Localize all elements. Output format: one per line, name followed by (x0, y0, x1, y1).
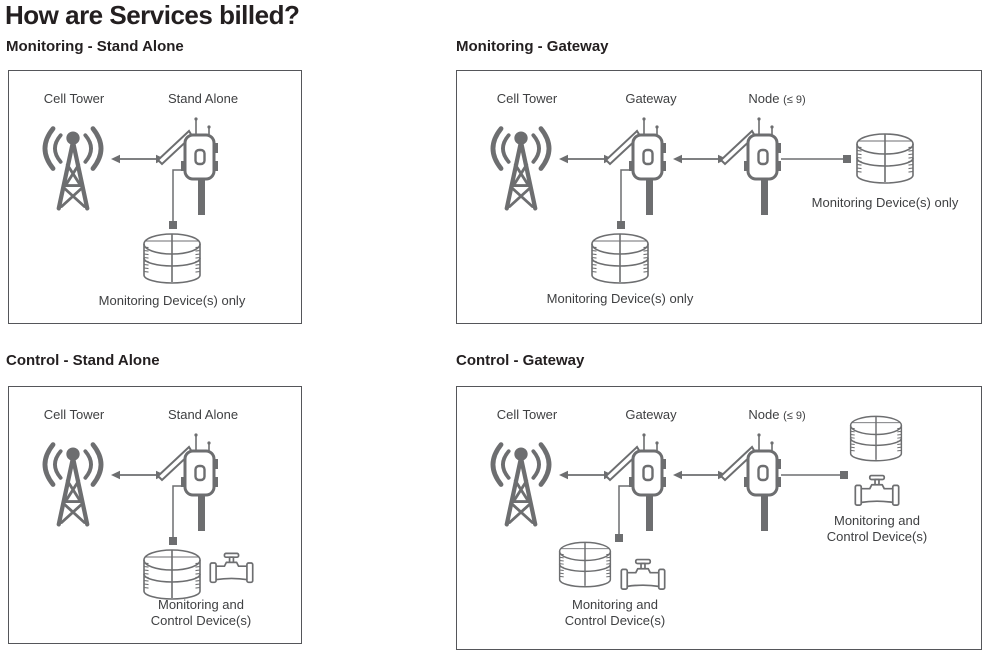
bidirectional-arrow-icon (673, 153, 727, 165)
wire (618, 485, 633, 534)
bidirectional-arrow-icon (559, 153, 613, 165)
bottom-device-label: Monitoring and Control Device(s) (564, 597, 666, 628)
cell-tower-label: Cell Tower (43, 91, 105, 106)
bottom-device-label: Monitoring Device(s) only (98, 293, 246, 308)
cell-tower-label: Cell Tower (43, 407, 105, 422)
bidirectional-arrow-icon (559, 469, 613, 481)
standalone-device-icon (156, 117, 220, 217)
node-device-icon (719, 433, 783, 533)
bidirectional-arrow-icon (111, 469, 165, 481)
cell-tower-icon (493, 129, 549, 209)
diagram-control-standalone (9, 433, 254, 600)
standalone-device-icon (156, 433, 220, 533)
wire-connector (840, 471, 848, 479)
control-device-valve-icon (620, 558, 666, 590)
wire-connector (169, 537, 177, 545)
gateway-device-icon (604, 433, 668, 533)
device-label: Gateway (625, 91, 677, 106)
bidirectional-arrow-icon (111, 153, 165, 165)
monitoring-device-tank-icon (143, 549, 201, 600)
wire-connector (617, 221, 625, 229)
node-limit-label: (≤ 9) (783, 94, 806, 106)
bottom-device-label: Monitoring Device(s) only (546, 291, 694, 306)
bidirectional-arrow-icon (673, 469, 727, 481)
control-device-valve-icon (854, 474, 900, 506)
control-device-valve-icon (209, 552, 254, 584)
wire-connector (615, 534, 623, 542)
node-label: Node (≤ 9) (748, 407, 806, 422)
wire (172, 485, 185, 537)
bottom-device-label: Monitoring and Control Device(s) (150, 597, 252, 628)
cell-tower-icon (45, 445, 101, 525)
diagram-control-gateway (457, 415, 903, 590)
panel-control-gateway: Cell Tower Gateway Node (≤ 9) Monitoring… (456, 386, 982, 650)
device-label: Stand Alone (167, 91, 239, 106)
diagram-monitoring-standalone (9, 117, 220, 284)
monitoring-device-tank-icon (856, 133, 914, 184)
heading-control-standalone: Control - Stand Alone (6, 352, 160, 369)
wire-connector (843, 155, 851, 163)
monitoring-device-tank-icon (558, 541, 612, 588)
heading-monitoring-standalone: Monitoring - Stand Alone (6, 38, 184, 55)
heading-monitoring-gateway: Monitoring - Gateway (456, 38, 609, 55)
monitoring-device-tank-icon (143, 233, 201, 284)
cell-tower-icon (45, 129, 101, 209)
wire-connector (169, 221, 177, 229)
right-device-label: Monitoring Device(s) only (811, 195, 959, 210)
page-title: How are Services billed? (5, 0, 300, 30)
diagram-monitoring-gateway (457, 117, 914, 284)
panel-monitoring-standalone: Cell Tower Stand Alone Monitoring Device… (8, 70, 302, 324)
monitoring-device-tank-icon (849, 415, 903, 462)
wire (172, 169, 185, 221)
cell-tower-label: Cell Tower (496, 407, 558, 422)
panel-control-standalone: Cell Tower Stand Alone Monitoring and Co… (8, 386, 302, 644)
right-device-label: Monitoring and Control Device(s) (826, 513, 928, 544)
cell-tower-icon (493, 445, 549, 525)
heading-control-gateway: Control - Gateway (456, 352, 585, 369)
node-limit-label: (≤ 9) (783, 410, 806, 422)
cell-tower-label: Cell Tower (496, 91, 558, 106)
gateway-device-icon (604, 117, 668, 217)
wire (620, 169, 633, 221)
node-label: Node (≤ 9) (748, 91, 806, 106)
node-device-icon (719, 117, 783, 217)
device-label: Stand Alone (167, 407, 239, 422)
device-label: Gateway (625, 407, 677, 422)
panel-monitoring-gateway: Cell Tower Gateway Node (≤ 9) Monitoring… (456, 70, 982, 324)
monitoring-device-tank-icon (591, 233, 649, 284)
